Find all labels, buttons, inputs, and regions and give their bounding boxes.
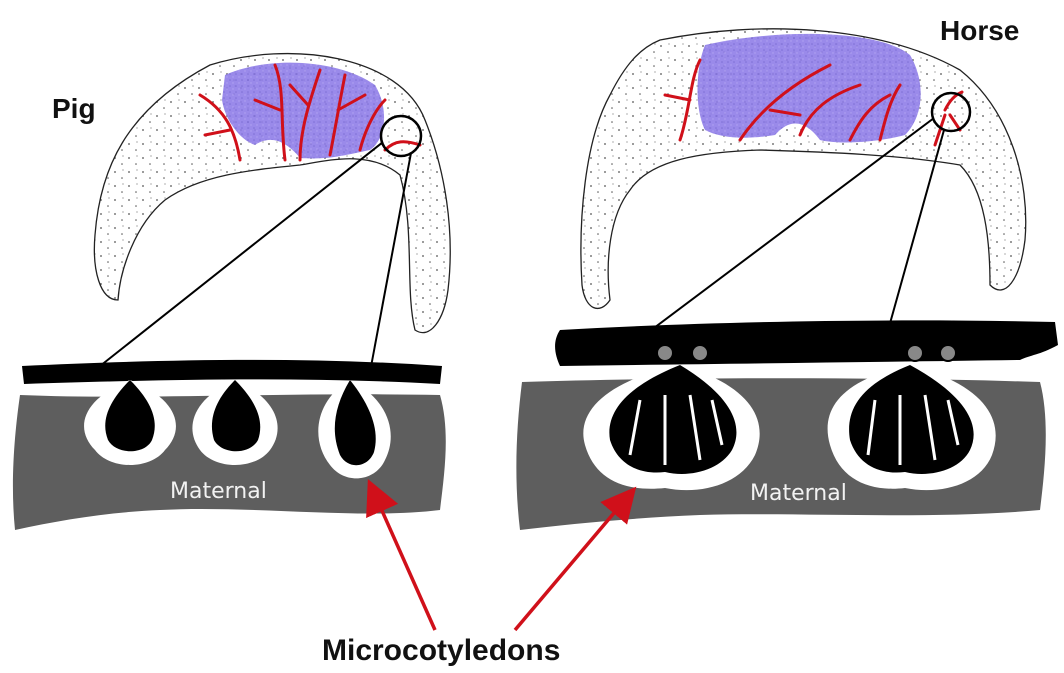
horse-maternal-label: Maternal — [750, 481, 847, 506]
horse-zoom-line-right — [882, 130, 944, 352]
pig-microcotyledon-2 — [192, 380, 277, 465]
microcotyledons-label: Microcotyledons — [322, 634, 560, 667]
pig-zoom-line-right — [370, 153, 411, 372]
horse-conceptus — [581, 29, 1026, 352]
pig-maternal-label: Maternal — [170, 479, 267, 504]
pig-label: Pig — [52, 93, 96, 124]
horse-tissue-section: Maternal — [516, 320, 1058, 530]
pig-conceptus — [94, 54, 450, 372]
pig-microcotyledon-1 — [84, 380, 176, 465]
pig-fetal-chorion — [22, 360, 442, 384]
horse-label: Horse — [940, 15, 1019, 46]
arrow-to-pig-microcotyledon — [375, 495, 435, 630]
horse-fetal-chorion — [555, 320, 1058, 366]
horse-placental-area — [698, 34, 921, 143]
